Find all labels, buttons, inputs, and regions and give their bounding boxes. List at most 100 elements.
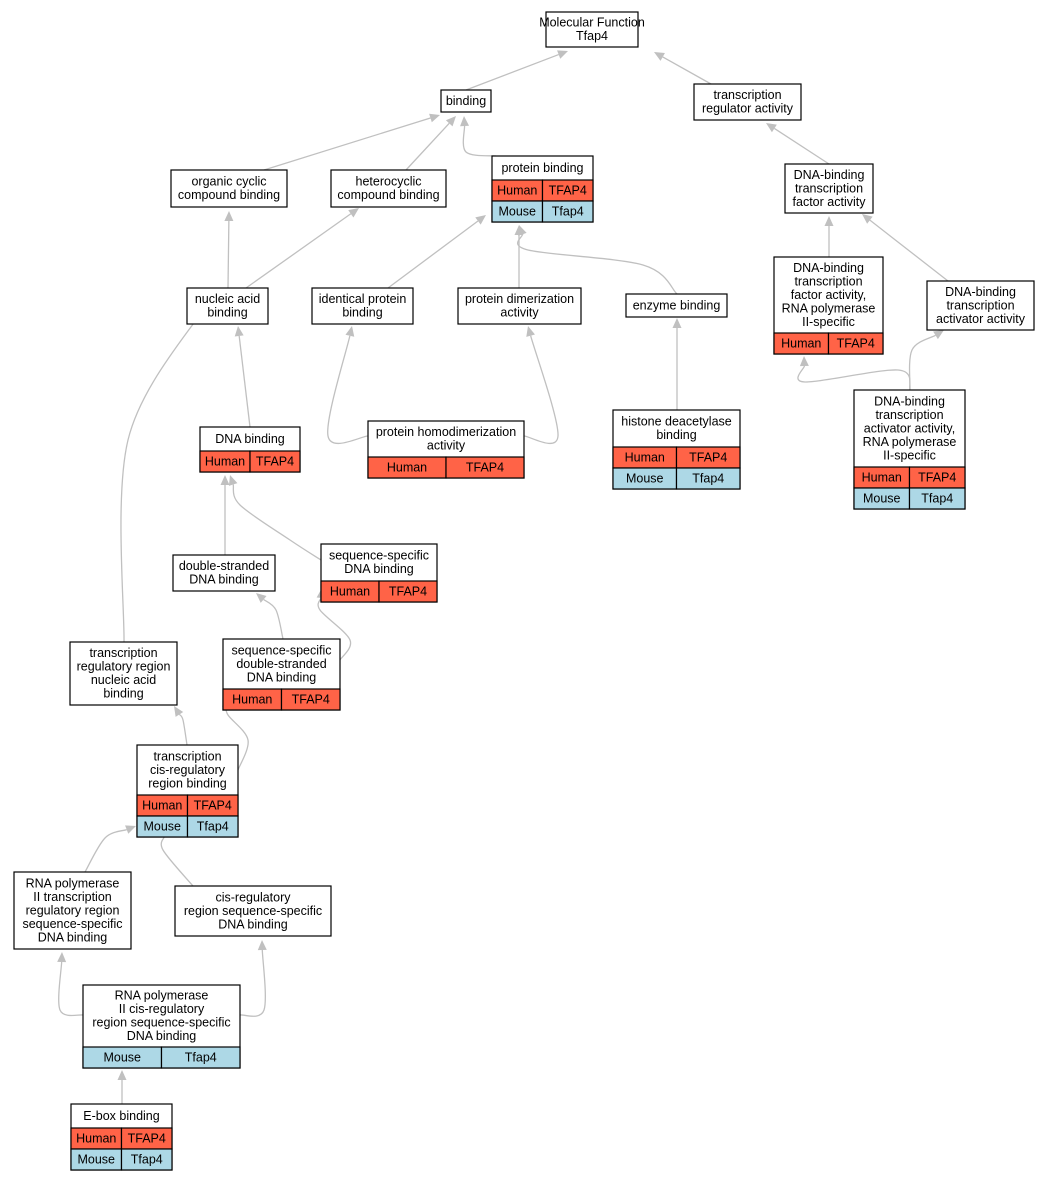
term-label-line: regulator activity xyxy=(702,102,794,116)
edge-hcb-to-binding xyxy=(405,116,456,171)
term-label-line: transcription xyxy=(795,181,863,195)
term-label-line: II transcription xyxy=(33,890,112,904)
term-label-line: II-specific xyxy=(883,448,936,462)
term-label-line: nucleic acid xyxy=(195,292,260,306)
gene-label: TFAP4 xyxy=(128,1132,166,1146)
species-label: Mouse xyxy=(626,472,664,486)
term-label-line: binding xyxy=(446,94,486,108)
term-label-line: II-specific xyxy=(802,315,855,329)
term-label-line: RNA polymerase xyxy=(115,989,209,1003)
edges-layer xyxy=(57,50,949,1104)
arrowhead xyxy=(654,52,665,61)
species-label: Human xyxy=(781,337,821,351)
edge-rnap2cr-to-rnap2 xyxy=(57,952,84,1017)
term-label-line: regulatory region xyxy=(77,660,171,674)
annotation-row-human: Human TFAP4 xyxy=(773,332,884,355)
arrowhead xyxy=(429,113,440,123)
term-label-line: sequence-specific xyxy=(22,917,122,931)
edge-binding-to-mf xyxy=(465,50,568,91)
term-label-line: transcription xyxy=(713,88,781,102)
arrowhead xyxy=(348,208,359,218)
gene-label: TFAP4 xyxy=(837,337,875,351)
species-label: Human xyxy=(625,451,665,465)
arrowhead xyxy=(256,593,267,603)
gene-label: TFAP4 xyxy=(689,451,727,465)
edge-hdb-to-eb xyxy=(672,318,682,410)
edge-ssdb-to-dnab xyxy=(228,475,322,561)
edge-ebox-to-rnap2cr xyxy=(117,1070,127,1104)
term-label-line: transcription xyxy=(875,408,943,422)
term-label-line: sequence-specific xyxy=(231,643,331,657)
arrowhead xyxy=(526,326,535,337)
arrowhead xyxy=(174,706,184,717)
term-label-line: compound binding xyxy=(337,188,439,202)
term-label-line: identical protein xyxy=(319,292,407,306)
edge-dbtfa2-to-dbtfa xyxy=(824,216,834,257)
term-label-line: Tfap4 xyxy=(576,29,608,43)
species-label: Human xyxy=(387,461,427,475)
term-label-line: histone deacetylase xyxy=(621,415,732,429)
edge-rnap2-to-tcrrb xyxy=(84,825,136,873)
species-label: Human xyxy=(205,455,245,469)
term-label-line: activator activity xyxy=(936,312,1026,326)
gene-label: TFAP4 xyxy=(549,184,587,198)
term-label-line: binding xyxy=(207,306,247,320)
species-label: Human xyxy=(862,471,902,485)
arrowhead xyxy=(125,825,136,834)
term-label-line: binding xyxy=(342,306,382,320)
arrowhead xyxy=(518,225,527,236)
arrowhead xyxy=(228,475,238,486)
edge-dbtaa2-to-dbtfa2 xyxy=(797,356,911,391)
edge-dbtaa2-to-dbtaa xyxy=(908,330,944,391)
gene-label: TFAP4 xyxy=(292,693,330,707)
species-label: Human xyxy=(142,799,182,813)
edge-dbtaa-to-dbtfa xyxy=(862,214,949,282)
term-label-line: region sequence-specific xyxy=(184,904,322,918)
go-term-node-eb[interactable]: enzyme binding xyxy=(625,293,728,318)
term-label-line: DNA binding xyxy=(127,1029,197,1043)
go-term-node-binding[interactable]: binding xyxy=(440,89,492,113)
edge-dnab-to-nab xyxy=(234,326,251,428)
term-label-line: organic cyclic xyxy=(191,175,266,189)
term-label-line: region sequence-specific xyxy=(92,1016,230,1030)
term-label-line: transcription xyxy=(89,646,157,660)
edge-tcrrb-to-trrnab xyxy=(174,706,188,746)
term-label-line: nucleic acid xyxy=(91,673,156,687)
arrowhead xyxy=(766,123,777,133)
term-label-line: DNA-binding xyxy=(874,394,945,408)
arrowhead xyxy=(234,326,244,337)
term-label-line: heterocyclic xyxy=(356,175,422,189)
term-label-line: enzyme binding xyxy=(633,298,721,312)
arrowhead xyxy=(672,318,682,328)
